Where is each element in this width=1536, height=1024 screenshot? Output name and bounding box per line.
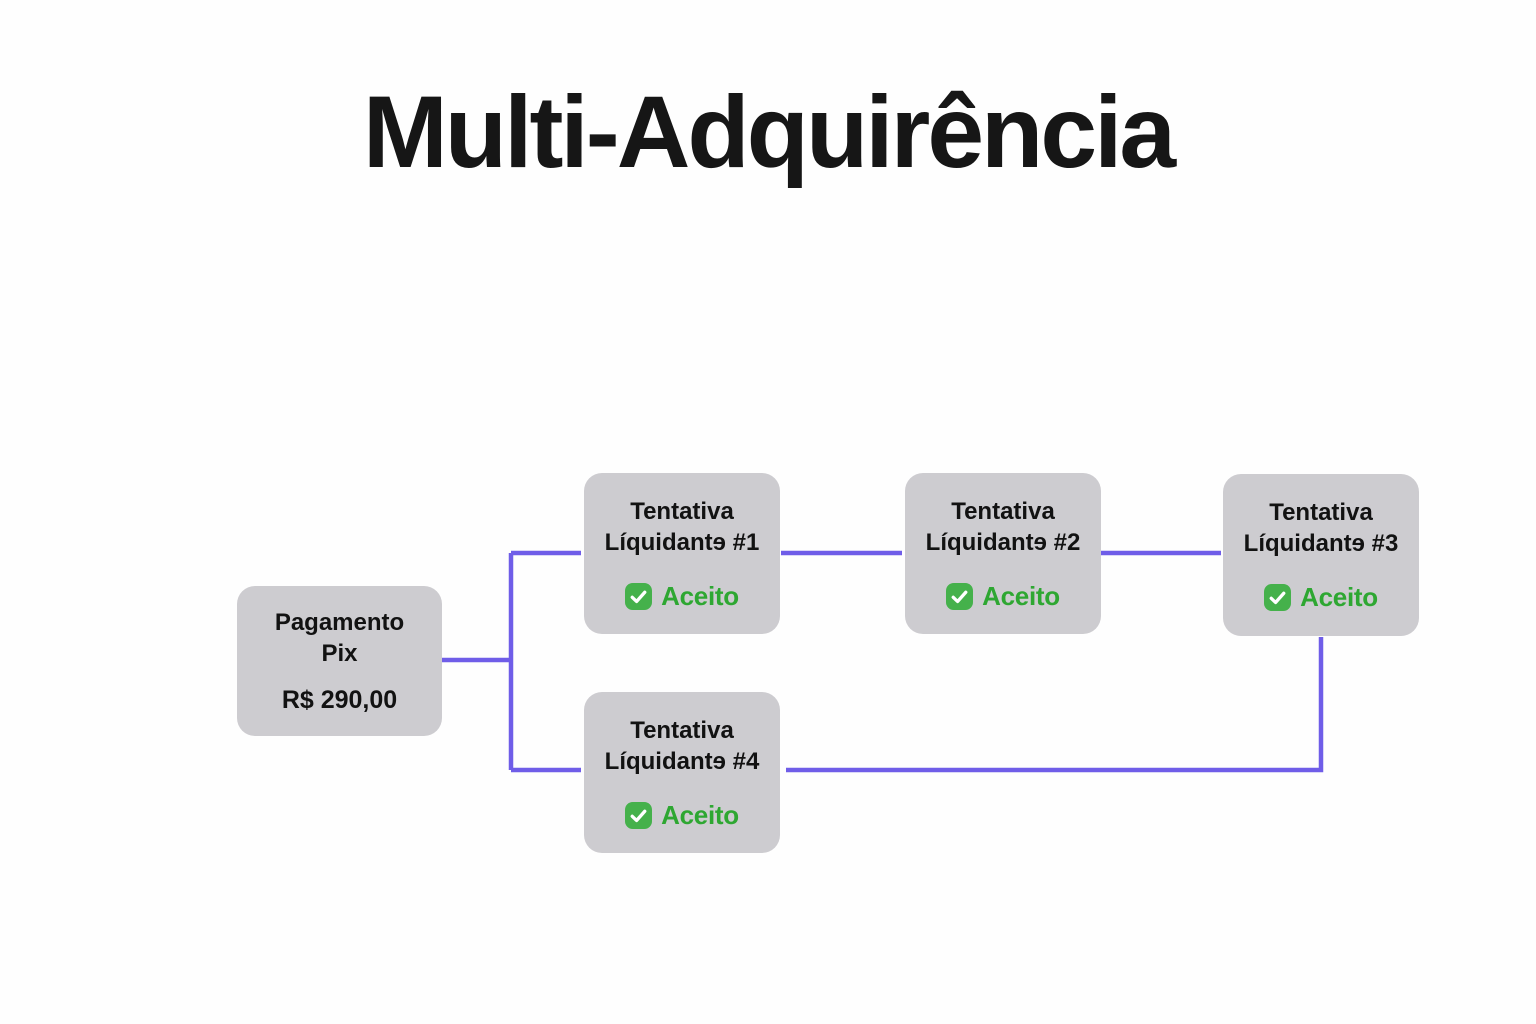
check-circle-icon bbox=[625, 582, 653, 610]
arrow-attempt3-to-attempt4 bbox=[786, 637, 1324, 773]
node-tentativa-1: Tentativa Líquidantɘ #1 Aceito bbox=[584, 473, 780, 634]
node-tentativa-3: Tentativa Líquidantɘ #3 Aceito bbox=[1223, 474, 1419, 636]
node-label: Pagamento bbox=[274, 609, 405, 636]
node-label: Tentativa bbox=[951, 497, 1055, 525]
node-tentativa-2: Tentativa Líquidantɘ #2 Aceito bbox=[905, 473, 1101, 634]
check-circle-icon bbox=[946, 582, 974, 610]
status-badge: Aceito bbox=[946, 581, 1060, 612]
node-label: Pix bbox=[321, 640, 358, 667]
node-label: Tentativa bbox=[630, 497, 734, 525]
check-circle-icon bbox=[1264, 584, 1292, 611]
status-label: Aceito bbox=[1300, 582, 1378, 612]
status-badge: Aceito bbox=[1264, 582, 1378, 613]
page-title: Multi-Adquirência bbox=[362, 75, 1176, 189]
node-tentativa-4: Tentativa Líquidantɘ #4 Aceito bbox=[584, 692, 780, 853]
node-label: Líquidantɘ #3 bbox=[1243, 530, 1399, 557]
node-label: Tentativa bbox=[1269, 499, 1373, 526]
node-label: Líquidantɘ #2 bbox=[925, 528, 1081, 556]
status-label: Aceito bbox=[982, 580, 1060, 611]
connector-pix-split bbox=[442, 553, 514, 770]
node-label: Tentativa bbox=[630, 716, 734, 744]
payment-amount: R$ 290,00 bbox=[281, 686, 398, 714]
status-label: Aceito bbox=[661, 799, 739, 830]
status-label: Aceito bbox=[661, 580, 739, 611]
status-badge: Aceito bbox=[625, 581, 739, 612]
node-label: Líquidantɘ #1 bbox=[604, 528, 760, 556]
check-circle-icon bbox=[625, 801, 653, 829]
status-badge: Aceito bbox=[625, 800, 739, 831]
node-pagamento-pix: Pagamento Pix R$ 290,00 bbox=[237, 586, 442, 736]
node-label: Líquidantɘ #4 bbox=[604, 747, 760, 775]
